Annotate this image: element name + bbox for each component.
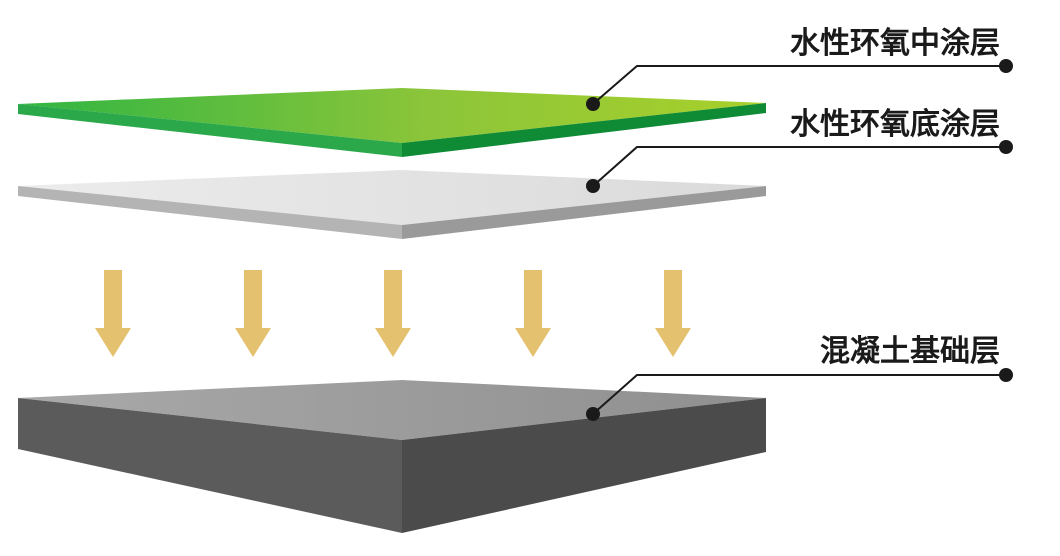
- concrete-end-dot: [999, 368, 1013, 382]
- leader-concrete: 混凝土基础层: [586, 334, 1013, 421]
- down-arrow-icon: [235, 270, 271, 357]
- leader-primer: 水性环氧底涂层: [586, 107, 1013, 193]
- primer-label: 水性环氧底涂层: [790, 107, 1000, 142]
- arrow-group: [95, 270, 691, 357]
- mid-coat-label: 水性环氧中涂层: [790, 26, 1000, 61]
- primer-layer: [18, 170, 766, 239]
- down-arrow-icon: [655, 270, 691, 357]
- mid-coat-side: [402, 103, 766, 157]
- concrete-top: [18, 380, 766, 440]
- primer-top: [18, 170, 766, 225]
- mid-coat-front: [18, 104, 402, 157]
- mid-coat-top: [18, 88, 766, 143]
- primer-front: [18, 186, 402, 239]
- mid-coat-layer: [18, 88, 766, 157]
- leader-mid-coat: 水性环氧中涂层: [586, 26, 1013, 111]
- down-arrow-icon: [95, 270, 131, 357]
- down-arrow-icon: [515, 270, 551, 357]
- concrete-front: [18, 398, 402, 533]
- mid-coat-end-dot: [999, 59, 1013, 73]
- concrete-side: [402, 398, 766, 533]
- down-arrow-icon: [375, 270, 411, 357]
- concrete-label: 混凝土基础层: [820, 334, 1000, 369]
- primer-side: [402, 186, 766, 239]
- concrete-layer: [18, 380, 766, 533]
- primer-end-dot: [999, 140, 1013, 154]
